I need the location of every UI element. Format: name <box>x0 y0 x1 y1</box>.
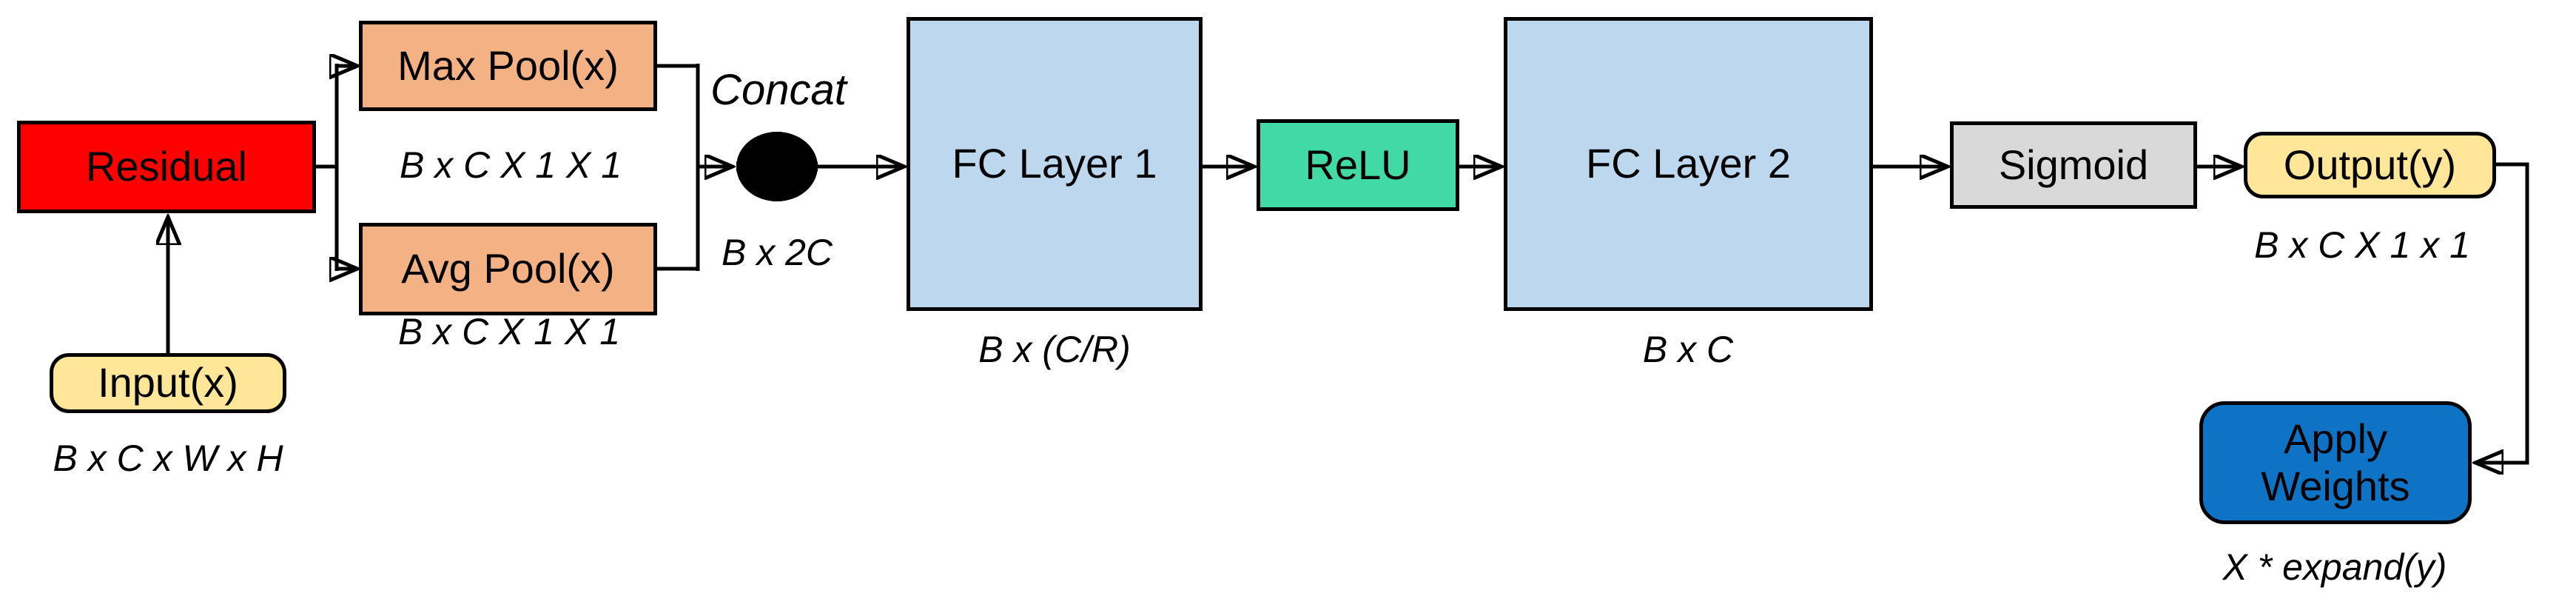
sigmoid-block: Sigmoid <box>1950 121 2197 209</box>
max-pool-block: Max Pool(x) <box>359 21 657 111</box>
concat-plus-icon <box>736 132 818 201</box>
relu-block: ReLU <box>1257 119 1459 211</box>
residual-block: Residual <box>17 121 316 213</box>
avg-pool-label: Avg Pool(x) <box>401 245 615 292</box>
avg-pool-caption: B x C X 1 X 1 <box>397 311 621 352</box>
max-pool-caption: B x C X 1 X 1 <box>399 144 622 186</box>
avg-pool-block: Avg Pool(x) <box>359 223 657 315</box>
max-pool-label: Max Pool(x) <box>397 41 619 89</box>
fc-layer-2-label: FC Layer 2 <box>1586 140 1791 187</box>
output-caption: B x C X 1 x 1 <box>2254 224 2470 266</box>
output-label: Output(y) <box>2283 141 2457 188</box>
fc-layer-1-caption: B x (C/R) <box>978 329 1131 370</box>
fc-layer-2-caption: B x C <box>1642 329 1734 370</box>
sigmoid-label: Sigmoid <box>1998 141 2149 188</box>
concat-label: Concat <box>710 66 847 114</box>
input-label: Input(x) <box>98 359 238 406</box>
apply-weights-label-line1: Apply <box>2283 415 2388 462</box>
input-caption: B x C x W x H <box>53 438 283 479</box>
fc-layer-1-label: FC Layer 1 <box>952 140 1157 187</box>
edge-output-applyweights <box>2475 162 2529 463</box>
apply-weights-block: Apply Weights <box>2199 401 2472 524</box>
fc-layer-2-block: FC Layer 2 <box>1504 17 1873 311</box>
input-block: Input(x) <box>50 353 286 413</box>
relu-label: ReLU <box>1305 141 1411 188</box>
apply-weights-label-line2: Weights <box>2261 463 2410 509</box>
concat-caption: B x 2C <box>721 232 833 273</box>
apply-weights-caption: X * expand(y) <box>2222 546 2447 588</box>
fc-layer-1-block: FC Layer 1 <box>907 17 1203 311</box>
output-block: Output(y) <box>2244 132 2496 198</box>
residual-label: Residual <box>86 143 247 190</box>
